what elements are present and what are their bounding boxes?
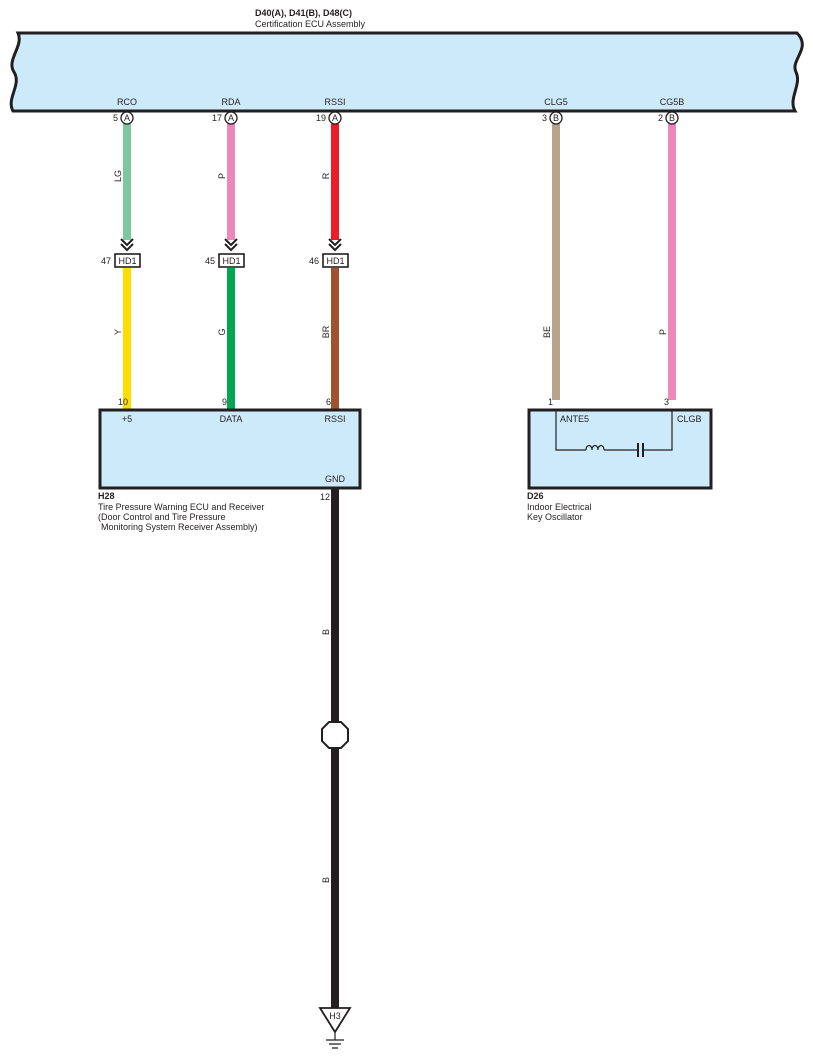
inductor-coil-icon xyxy=(585,444,605,451)
d26-pin-clgb: CLGB xyxy=(677,414,702,424)
ecu-pin-rco: A 5 xyxy=(113,111,134,125)
wire-g xyxy=(227,268,235,410)
wire-y xyxy=(123,268,131,410)
wire-lg xyxy=(123,124,131,240)
pin-number: 47 xyxy=(101,256,111,266)
ground-point-h3: H3 xyxy=(318,1007,352,1049)
junction-hd1-45: HD1 45 xyxy=(205,238,245,268)
ecu-pin-label-rco: RCO xyxy=(117,97,137,107)
wire-b-lower xyxy=(331,748,339,1008)
h28-pin-data: DATA xyxy=(220,414,243,424)
d26-name-line1: Indoor Electrical xyxy=(527,502,592,512)
h28-code: H28 xyxy=(98,491,115,501)
ground-symbol-icon xyxy=(326,1032,344,1049)
ecu-name: Certification ECU Assembly xyxy=(255,19,366,29)
connector-circle xyxy=(549,111,563,125)
h28-receiver-box xyxy=(98,408,362,490)
connector-label: HD1 xyxy=(118,256,136,266)
wire-label-y: Y xyxy=(113,329,123,335)
d26-pin-ante5: ANTE5 xyxy=(560,414,589,424)
wire-r xyxy=(331,124,339,240)
ecu-assembly-box xyxy=(9,31,804,113)
connector-letter: B xyxy=(553,113,559,123)
ground-triangle-icon xyxy=(318,1007,352,1034)
pin-number: 5 xyxy=(113,113,118,123)
wire-label-p: P xyxy=(217,173,227,179)
wire-p-upper xyxy=(227,124,235,240)
h28-name-line2: (Door Control and Tire Pressure xyxy=(98,512,226,522)
wire-p-right xyxy=(668,124,676,400)
pin-number: 3 xyxy=(542,113,547,123)
h28-pin-number-12: 12 xyxy=(320,492,330,502)
oscillator-circuit xyxy=(555,410,673,457)
wire-label-be: BE xyxy=(542,326,552,338)
ecu-pin-label-clg5: CLG5 xyxy=(544,97,568,107)
connector-circle xyxy=(120,111,134,125)
chevron-down-icon xyxy=(120,238,134,252)
wire-be xyxy=(552,124,560,400)
wire-label-br: BR xyxy=(321,325,331,338)
pin-number: 45 xyxy=(205,256,215,266)
ecu-pin-label-rssi: RSSI xyxy=(324,97,345,107)
wire-label-b-upper: B xyxy=(321,629,331,635)
splice-octagon-icon xyxy=(321,721,349,749)
wire-label-p-right: P xyxy=(658,329,668,335)
connector-letter: A xyxy=(332,113,338,123)
h28-pin-gnd: GND xyxy=(325,474,346,484)
d26-code: D26 xyxy=(527,491,544,501)
connector-letter: B xyxy=(669,113,675,123)
h28-name-line3: Monitoring System Receiver Assembly) xyxy=(101,522,258,532)
d26-oscillator-box xyxy=(527,408,713,490)
connector-letter: A xyxy=(228,113,234,123)
wire-br xyxy=(331,268,339,410)
connector-box xyxy=(322,253,349,268)
wire-label-r: R xyxy=(321,172,331,179)
connector-box xyxy=(218,253,245,268)
connector-label: HD1 xyxy=(222,256,240,266)
chevron-down-icon xyxy=(224,238,238,252)
ecu-pin-rssi: A 19 xyxy=(316,111,342,125)
chevron-down-icon xyxy=(328,238,342,252)
connector-letter: A xyxy=(124,113,130,123)
connector-box xyxy=(114,253,141,268)
connector-circle xyxy=(224,111,238,125)
h28-pin-number-9: 9 xyxy=(222,397,227,407)
h28-pin-plus5: +5 xyxy=(122,414,132,424)
pin-number: 46 xyxy=(309,256,319,266)
wire-label-g: G xyxy=(217,328,227,335)
h28-pin-rssi: RSSI xyxy=(324,414,345,424)
circuit-wire-right xyxy=(643,410,673,451)
junction-hd1-47: HD1 47 xyxy=(101,238,141,268)
wire-label-b-lower: B xyxy=(321,877,331,883)
connector-circle xyxy=(328,111,342,125)
ecu-pin-cg5b: B 2 xyxy=(658,111,679,125)
ecu-pin-label-cg5b: CG5B xyxy=(660,97,685,107)
h28-pin-number-6: 6 xyxy=(326,397,331,407)
wire-b-upper xyxy=(331,488,339,722)
ecu-code: D40(A), D41(B), D48(C) xyxy=(255,8,352,18)
ecu-pin-clg5: B 3 xyxy=(542,111,563,125)
pin-number: 19 xyxy=(316,113,326,123)
d26-pin-number-3: 3 xyxy=(664,397,669,407)
pin-number: 2 xyxy=(658,113,663,123)
connector-label: HD1 xyxy=(326,256,344,266)
ground-point-label: H3 xyxy=(329,1011,341,1021)
h28-pin-number-10: 10 xyxy=(118,397,128,407)
ecu-pin-label-rda: RDA xyxy=(221,97,240,107)
circuit-wire-left xyxy=(555,410,586,451)
ecu-pin-rda: A 17 xyxy=(212,111,238,125)
wire-label-lg: LG xyxy=(113,170,123,182)
pin-number: 17 xyxy=(212,113,222,123)
h28-name-line1: Tire Pressure Warning ECU and Receiver xyxy=(98,502,264,512)
junction-hd1-46: HD1 46 xyxy=(309,238,349,268)
d26-name-line2: Key Oscillator xyxy=(527,512,583,522)
d26-pin-number-1: 1 xyxy=(548,397,553,407)
connector-circle xyxy=(665,111,679,125)
